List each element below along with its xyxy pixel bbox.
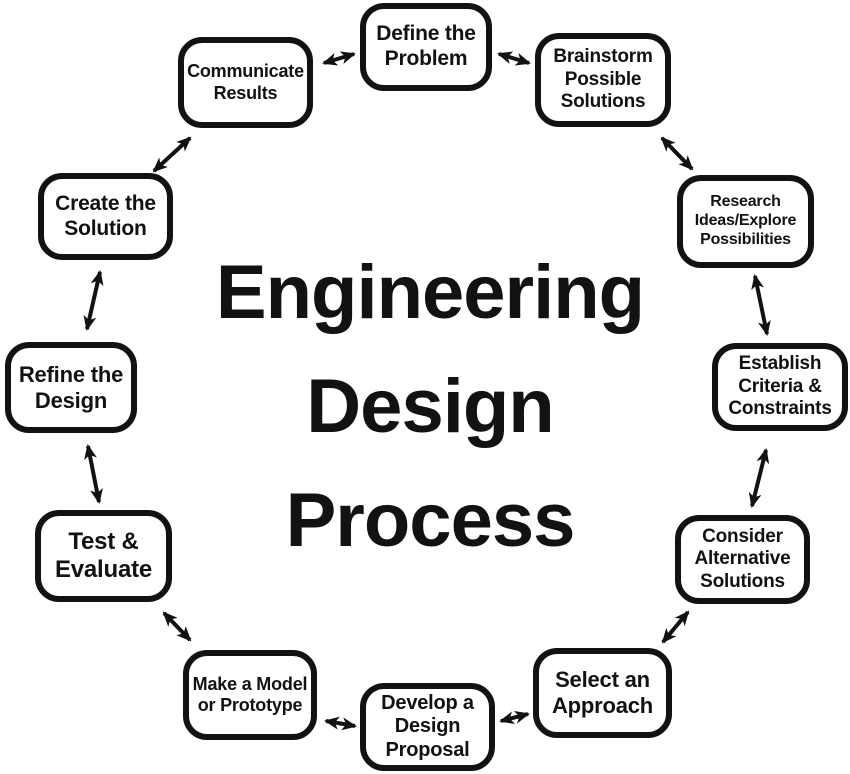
step-box-define-the-problem: Define the Problem: [360, 3, 492, 91]
arrow-brainstorm-research: [660, 136, 694, 171]
diagram-title: Engineering Design Process: [215, 250, 645, 563]
step-box-brainstorm-possible-solutions: Brainstorm Possible Solutions: [535, 33, 671, 127]
arrow-refine-create: [83, 270, 104, 331]
step-box-develop-a-design-proposal: Develop a Design Proposal: [360, 683, 495, 771]
step-box-consider-alternative-solutions: Consider Alternative Solutions: [675, 515, 810, 604]
arrow-make-model-test: [162, 611, 192, 642]
arrow-establish-consider: [748, 448, 770, 508]
arrow-consider-select: [661, 610, 690, 644]
arrow-communicate-results-define-problem: [322, 51, 356, 66]
arrow-test-refine: [84, 444, 103, 504]
step-box-communicate-results: Communicate Results: [178, 37, 313, 128]
step-box-establish-criteria-constraints: Establish Criteria & Constraints: [712, 343, 848, 431]
step-box-make-a-model-or-prototype: Make a Model or Prototype: [183, 650, 317, 740]
step-box-refine-the-design: Refine the Design: [5, 342, 137, 433]
step-box-select-an-approach: Select an Approach: [533, 648, 672, 738]
arrow-define-problem-brainstorm: [497, 51, 531, 66]
step-box-test-and-evaluate: Test & Evaluate: [35, 510, 172, 602]
arrow-create-communicate-results: [152, 136, 192, 173]
arrow-develop-make-model: [324, 716, 357, 731]
step-box-research-ideas-explore-possibilities: Research Ideas/Explore Possibilities: [677, 175, 814, 268]
arrow-research-establish: [751, 274, 771, 336]
step-box-create-the-solution: Create the Solution: [38, 173, 173, 260]
arrow-select-develop: [499, 710, 530, 725]
